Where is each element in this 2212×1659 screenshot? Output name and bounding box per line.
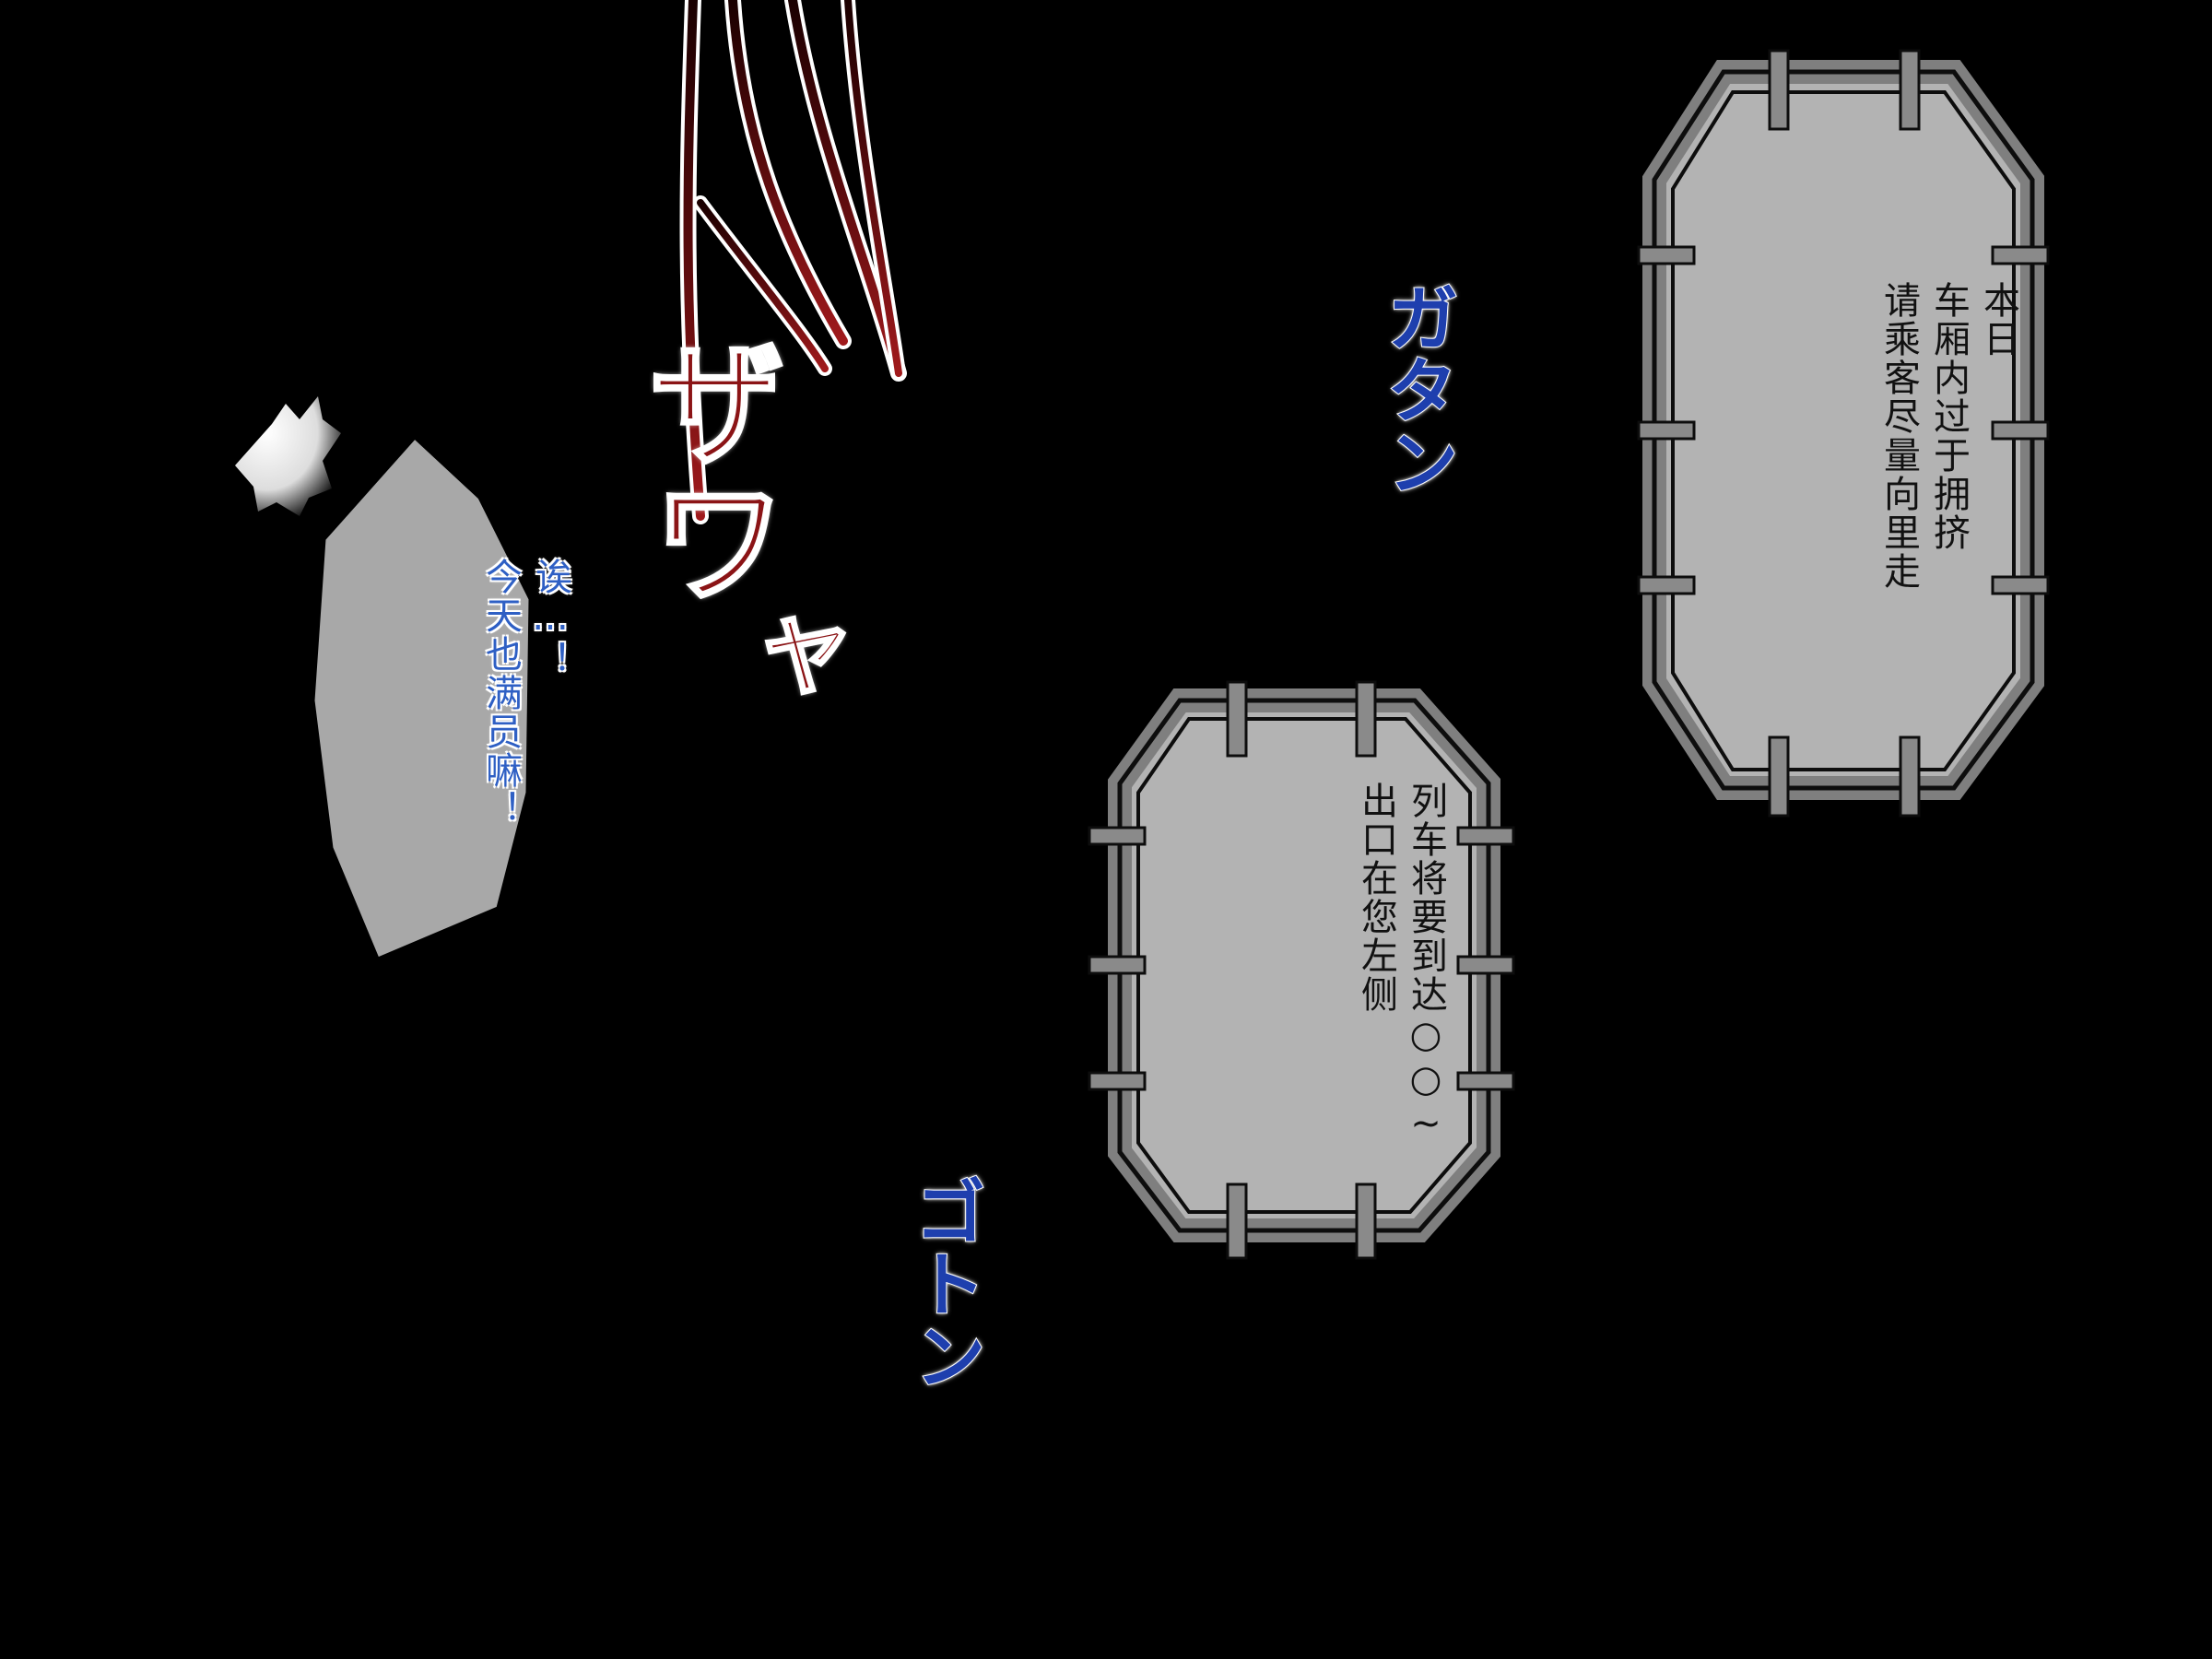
speech-bubble-text: 诶…！今天也满员嘛！	[376, 558, 675, 829]
sign-top-right-text: 本日车厢内过于拥挤请乘客尽量向里走	[1774, 281, 2123, 591]
sign-center-line-1: 列车将要到达○○~	[1405, 782, 1447, 1147]
sign-top-right-line-2: 车厢内过于拥挤	[1927, 281, 1970, 552]
sign-center-line-2: 出口在您左侧	[1355, 782, 1397, 1014]
speech-bubble-shape	[312, 435, 532, 960]
sfx-ya-red: ャ	[719, 598, 850, 712]
sign-top-right-line-3: 请乘客尽量向里走	[1877, 281, 1920, 591]
sign-top-right-line-1: 本日	[1977, 281, 2019, 359]
speech-line-1: 诶…！	[529, 558, 571, 679]
sfx-goton-blue: ゴトン	[901, 1174, 986, 1392]
speech-line-2: 今天也满员嘛！	[479, 558, 522, 829]
sfx-zawa-red: ザワ	[624, 331, 787, 610]
sign-top-right-frame	[1637, 49, 2050, 818]
sfx-gatan-blue: ガタン	[1374, 280, 1459, 498]
sign-center-text: 列车将要到达○○~出口在您左侧	[1252, 782, 1550, 1147]
sign-center-frame	[1088, 680, 1515, 1260]
red-motion-streaks	[679, 0, 907, 524]
burst-mark-icon	[235, 396, 341, 516]
